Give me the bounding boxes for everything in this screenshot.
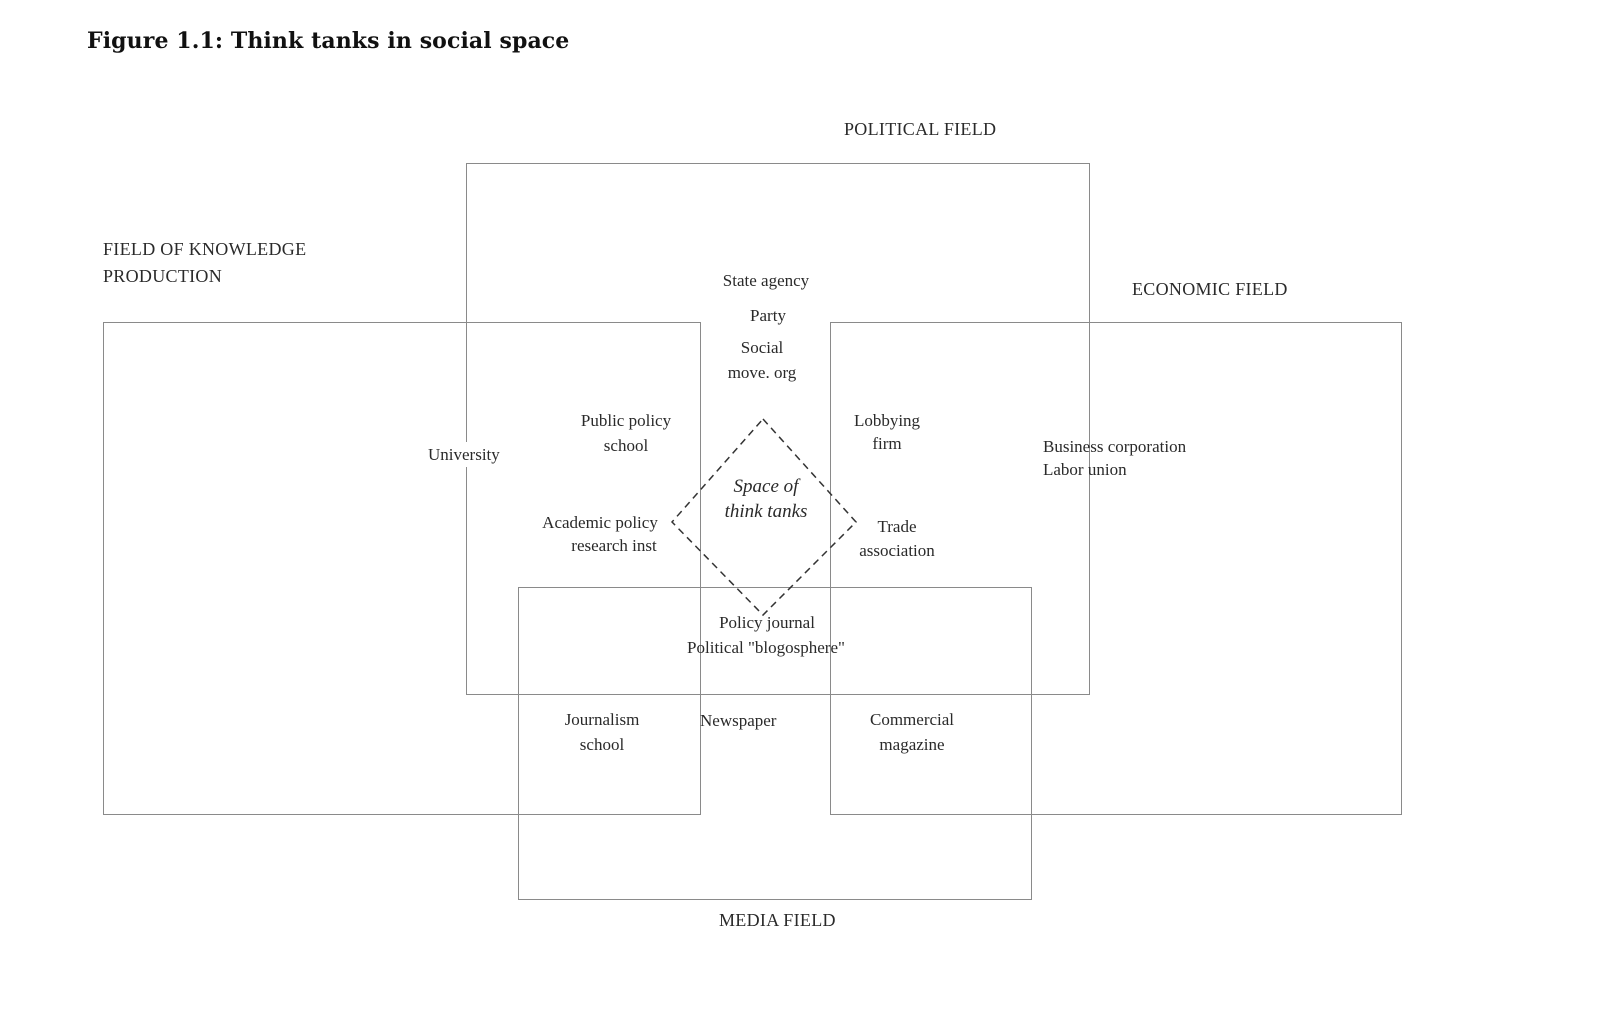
- figure-title: Figure 1.1: Think tanks in social space: [87, 28, 570, 54]
- media-field-box: [518, 587, 1032, 900]
- business-corporation-label: Business corporation: [1043, 437, 1187, 456]
- policy-journal-label: Policy journal: [719, 613, 815, 632]
- political-field-label: POLITICAL FIELD: [844, 119, 997, 139]
- space-of-think-tanks-label-line1: Space of: [733, 476, 799, 497]
- trade-association-label-line2: association: [859, 541, 935, 560]
- space-of-think-tanks-label-line2: think tanks: [724, 501, 808, 522]
- knowledge-field-label-line2: PRODUCTION: [103, 266, 223, 286]
- social-movement-label-line2: move. org: [727, 363, 797, 382]
- academic-policy-label-line2: research inst: [571, 536, 657, 555]
- journalism-school-label-line1: Journalism: [564, 710, 640, 729]
- lobbying-firm-label-line2: firm: [872, 434, 902, 453]
- political-blogosphere-label: Political "blogosphere": [687, 638, 845, 657]
- party-label: Party: [750, 306, 786, 325]
- lobbying-firm-label-line1: Lobbying: [853, 411, 921, 430]
- university-label: University: [426, 442, 502, 467]
- commercial-magazine-label-line1: Commercial: [869, 710, 955, 729]
- commercial-magazine-label-line2: magazine: [879, 735, 945, 754]
- political-field-box: [466, 163, 1090, 695]
- state-agency-label: State agency: [722, 271, 810, 290]
- trade-association-label-line1: Trade: [877, 517, 917, 536]
- economic-field-box: [830, 322, 1402, 815]
- knowledge-field-box: [103, 322, 701, 815]
- journalism-school-label-line2: school: [579, 735, 625, 754]
- economic-field-label: ECONOMIC FIELD: [1132, 279, 1288, 299]
- academic-policy-label-line1: Academic policy: [542, 513, 658, 532]
- public-policy-school-label-line2: school: [603, 436, 649, 455]
- labor-union-label: Labor union: [1043, 460, 1127, 479]
- newspaper-label: Newspaper: [700, 711, 777, 730]
- social-movement-label-line1: Social: [740, 338, 784, 357]
- media-field-label: MEDIA FIELD: [719, 910, 836, 930]
- public-policy-school-label-line1: Public policy: [580, 411, 672, 430]
- knowledge-field-label-line1: FIELD OF KNOWLEDGE: [103, 239, 307, 259]
